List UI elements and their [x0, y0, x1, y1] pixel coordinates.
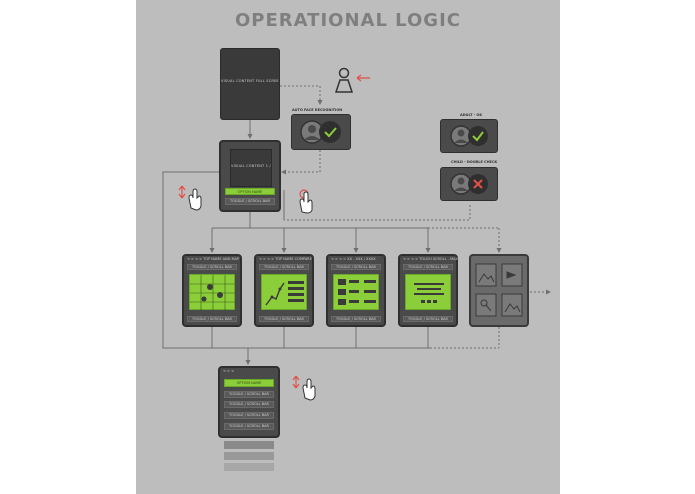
card-bottom-bar[interactable]: TOGGLE / SCROLL BAR — [259, 316, 309, 322]
list-item[interactable]: TOGGLE / SCROLL BAR — [224, 423, 274, 430]
card-top-bar[interactable]: TOGGLE / SCROLL BAR — [331, 264, 381, 270]
card-compare: < > < > TOP NAME COMPARE TOGGLE / SCROLL… — [254, 254, 314, 327]
card-header: < > < > TOP NAME AND MAP — [187, 257, 239, 261]
access-ok-panel — [440, 119, 498, 153]
card-list: < > < > XX - XXX / XXXX TOGGLE / SCROLL … — [326, 254, 386, 327]
face-check-icon — [300, 120, 341, 144]
card-bottom-bar[interactable]: TOGGLE / SCROLL BAR — [187, 316, 237, 322]
list-header: < > < — [223, 369, 235, 373]
list-screen: < > < OPTION NAME TOGGLE / SCROLL BAR TO… — [218, 366, 280, 438]
fade-row — [224, 463, 274, 471]
map-grid-panel[interactable] — [189, 274, 236, 311]
full-screen-content: VISUAL CONTENT FULL SCREEN — [220, 48, 280, 120]
access-denied-label: CHILD - DOUBLE CHECK — [451, 160, 498, 164]
card-text: < > < > TOUCH SCROLL - MAX TOGGLE / SCRO… — [398, 254, 458, 327]
card-header: < > < > TOP NAME COMPARE — [259, 257, 312, 261]
card-top-bar[interactable]: TOGGLE / SCROLL BAR — [403, 264, 453, 270]
access-ok-label: ADULT - OK — [460, 113, 483, 117]
image-grid-screen — [469, 254, 529, 327]
list-grid-icon — [338, 279, 376, 305]
list-item[interactable]: TOGGLE / SCROLL BAR — [224, 401, 274, 408]
menu-option-button[interactable]: OPTION NAME — [225, 188, 275, 195]
x-icon — [450, 173, 488, 195]
hand-pointer-icon — [178, 185, 202, 211]
list-grid-panel[interactable] — [333, 274, 379, 310]
face-recognition-panel — [291, 114, 351, 150]
text-lines-icon — [414, 283, 444, 303]
diagram-title: OPERATIONAL LOGIC — [234, 10, 461, 31]
card-bottom-bar[interactable]: TOGGLE / SCROLL BAR — [403, 316, 453, 322]
line-chart-icon — [265, 281, 304, 306]
menu-visual-content: VISUAL CONTENT 1 / 3 SIZE — [230, 149, 272, 187]
image-icon — [475, 263, 523, 317]
person-icon — [334, 67, 370, 93]
compare-chart-panel[interactable] — [261, 274, 307, 310]
tap-hand-icon — [299, 189, 313, 214]
list-item[interactable]: TOGGLE / SCROLL BAR — [224, 391, 274, 398]
card-top-bar[interactable]: TOGGLE / SCROLL BAR — [187, 264, 237, 270]
check-icon — [450, 125, 488, 147]
card-header: < > < > XX - XXX / XXXX — [331, 257, 376, 261]
face-recognition-label: AUTO FACE RECOGNITION — [292, 108, 343, 112]
card-bottom-bar[interactable]: TOGGLE / SCROLL BAR — [331, 316, 381, 322]
access-denied-panel — [440, 167, 498, 201]
card-map: < > < > TOP NAME AND MAP TOGGLE / SCROLL… — [182, 254, 242, 327]
menu-screen: VISUAL CONTENT 1 / 3 SIZE OPTION NAME TO… — [219, 140, 281, 212]
text-panel[interactable] — [405, 274, 451, 310]
menu-content-label: VISUAL CONTENT 1 / 3 SIZE — [231, 164, 271, 168]
fade-row — [224, 452, 274, 460]
menu-scroll-bar[interactable]: TOGGLE / SCROLL BAR — [225, 198, 275, 205]
list-option-button[interactable]: OPTION NAME — [224, 379, 274, 387]
list-item[interactable]: TOGGLE / SCROLL BAR — [224, 412, 274, 419]
full-screen-label: VISUAL CONTENT FULL SCREEN — [221, 79, 279, 83]
card-header: < > < > TOUCH SCROLL - MAX — [403, 257, 458, 261]
fade-row — [224, 441, 274, 449]
map-grid-icon — [190, 275, 236, 311]
card-top-bar[interactable]: TOGGLE / SCROLL BAR — [259, 264, 309, 270]
scroll-hand-icon — [292, 375, 316, 401]
